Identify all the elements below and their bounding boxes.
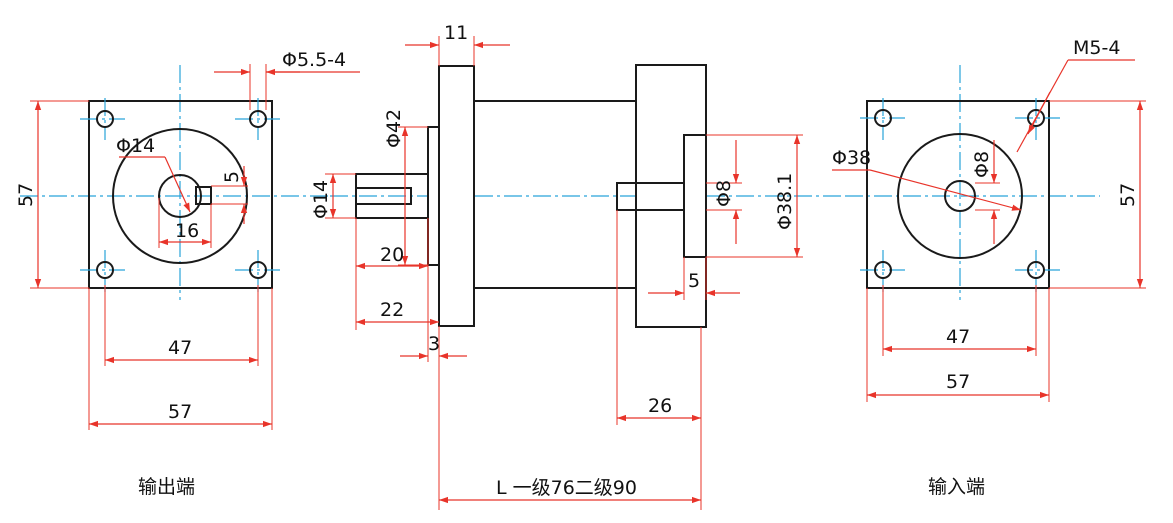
output-bolt-holes [80, 98, 280, 292]
input-pilot-circle [897, 133, 1023, 259]
gearbox-body [473, 100, 637, 289]
input-length-26-label: 26 [648, 395, 672, 417]
input-pilot [683, 134, 707, 258]
shoulder-3-label: 3 [428, 333, 440, 355]
flange-diam-label: Φ42 [383, 109, 405, 148]
output-bolt-hole-label: Φ5.5-4 [282, 49, 346, 71]
flange-thickness-label: 11 [444, 22, 468, 44]
input-flange-square [866, 100, 1050, 289]
bolt-hole [96, 261, 114, 279]
shaft-length-20-label: 20 [380, 244, 404, 266]
input-width-label: 57 [946, 371, 970, 393]
output-bolt-pitch-label: 47 [168, 337, 192, 359]
bolt-hole [249, 110, 267, 128]
input-bore-circle [944, 180, 976, 212]
output-shaft-key [355, 187, 412, 205]
output-pilot-circle [112, 128, 248, 264]
output-key [195, 186, 212, 205]
total-length-label: L 一级76二级90 [496, 477, 637, 499]
threaded-hole [874, 109, 892, 127]
input-height-label: 57 [1117, 183, 1139, 207]
input-end-caption: 输入端 [928, 476, 985, 498]
output-width-label: 57 [168, 401, 192, 423]
input-step-5-label: 5 [688, 270, 700, 292]
output-flange [438, 65, 475, 327]
shaft-length-22-label: 22 [380, 299, 404, 321]
output-key-width-label: 5 [221, 171, 243, 183]
output-end-view: Φ14 5 16 57 47 57 Φ5.5-4 输出端 [15, 49, 360, 498]
bolt-hole [96, 110, 114, 128]
output-shaft-circle [158, 174, 202, 218]
input-bore-label: Φ8 [713, 180, 735, 207]
threaded-hole [1027, 109, 1045, 127]
input-bore-end-label: Φ8 [971, 151, 993, 178]
threaded-hole [1027, 261, 1045, 279]
output-height-label: 57 [15, 183, 37, 207]
input-thread-label: M5-4 [1073, 37, 1120, 59]
output-pilot-boss [427, 126, 440, 266]
input-end-view: Φ38 Φ8 M5-4 57 47 57 输入端 [832, 37, 1146, 498]
input-bolt-pitch-label: 47 [946, 326, 970, 348]
shaft-diam-label: Φ14 [310, 180, 332, 219]
input-pilot-label: Φ38.1 [774, 173, 796, 230]
threaded-hole [874, 261, 892, 279]
side-view: 11 Φ42 Φ14 20 22 3 Φ8 Φ38.1 [310, 22, 845, 510]
input-shaft-stub [616, 182, 685, 211]
bolt-hole [249, 261, 267, 279]
output-end-caption: 输出端 [138, 476, 195, 498]
output-flange-square [88, 100, 273, 289]
input-pcd-label: Φ38 [832, 147, 871, 169]
output-key-height-label: 16 [175, 220, 199, 242]
output-pilot-label: Φ14 [116, 135, 155, 157]
